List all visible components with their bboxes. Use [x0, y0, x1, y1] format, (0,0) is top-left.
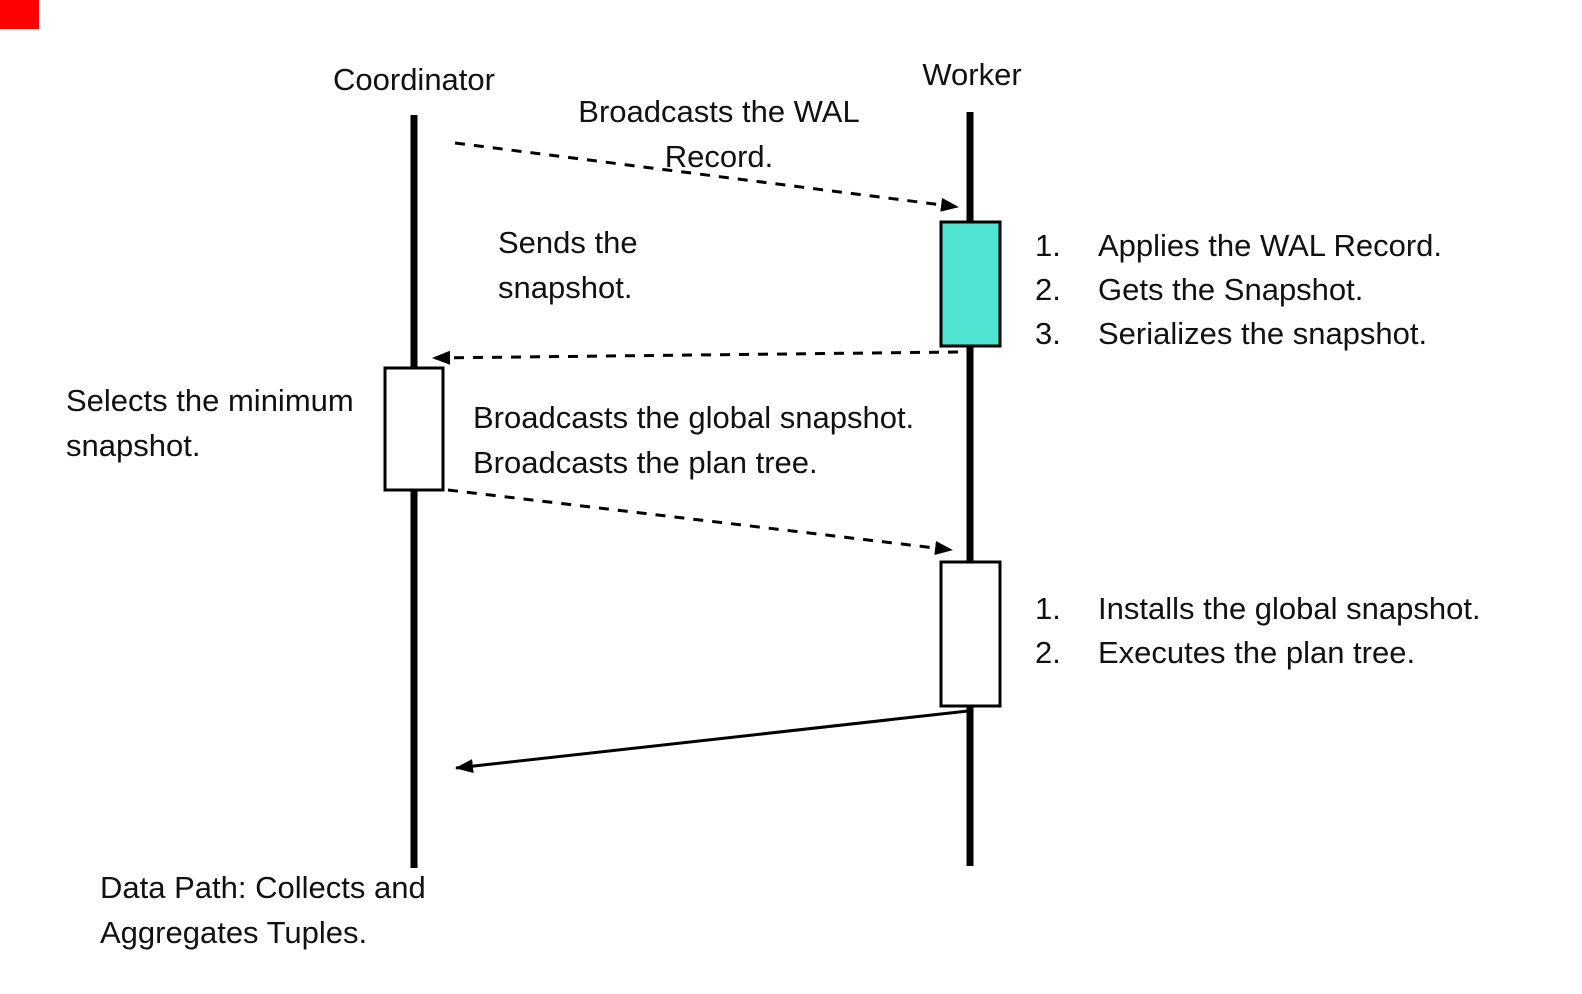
message-line: Selects the minimum	[66, 383, 354, 418]
worker-title: Worker	[922, 57, 1022, 92]
list-item: 1. Applies the WAL Record.	[1035, 224, 1442, 268]
step-text: Executes the plan tree.	[1098, 635, 1416, 670]
step-text: Serializes the snapshot.	[1098, 316, 1428, 351]
message-line: Broadcasts the WAL	[578, 94, 860, 129]
note-data-path: Data Path: Collects and Aggregates Tuple…	[100, 865, 426, 955]
message-line: snapshot.	[66, 428, 201, 463]
arrow-data-path	[455, 709, 969, 774]
message-line: Sends the	[498, 225, 638, 260]
list-item: 2. Executes the plan tree.	[1035, 631, 1481, 675]
message-line: snapshot.	[498, 270, 633, 305]
step-text: Installs the global snapshot.	[1098, 591, 1481, 626]
message-line: Broadcasts the plan tree.	[473, 445, 818, 480]
list-item: 1. Installs the global snapshot.	[1035, 587, 1481, 631]
coordinator-activation	[383, 366, 445, 492]
message-broadcast-wal: Broadcasts the WAL Record.	[519, 89, 919, 179]
step-text: Gets the Snapshot.	[1098, 272, 1364, 307]
step-number: 3.	[1035, 316, 1061, 351]
message-line: Aggregates Tuples.	[100, 915, 368, 950]
message-sends-snapshot: Sends the snapshot.	[498, 220, 638, 310]
arrow-sends-snapshot	[432, 350, 959, 365]
step-number: 1.	[1035, 591, 1061, 626]
arrow-broadcast-global	[447, 488, 953, 555]
list-item: 3. Serializes the snapshot.	[1035, 312, 1442, 356]
step-number: 1.	[1035, 228, 1061, 263]
red-marker	[0, 0, 39, 29]
worker-steps-after-wal: 1. Applies the WAL Record. 2. Gets the S…	[1035, 224, 1442, 356]
worker-steps-execution: 1. Installs the global snapshot. 2. Exec…	[1035, 587, 1481, 675]
message-line: Data Path: Collects and	[100, 870, 426, 905]
step-number: 2.	[1035, 272, 1061, 307]
worker-activation-wal	[939, 220, 1002, 348]
note-selects-minimum: Selects the minimum snapshot.	[66, 378, 354, 468]
step-number: 2.	[1035, 635, 1061, 670]
coordinator-title: Coordinator	[333, 62, 495, 97]
message-line: Broadcasts the global snapshot.	[473, 400, 915, 435]
list-item: 2. Gets the Snapshot.	[1035, 268, 1442, 312]
message-line: Record.	[664, 139, 774, 174]
worker-activation-exec	[939, 560, 1002, 708]
step-text: Applies the WAL Record.	[1098, 228, 1443, 263]
message-broadcast-global: Broadcasts the global snapshot. Broadcas…	[473, 395, 914, 485]
arrow-broadcast-wal	[454, 141, 959, 212]
